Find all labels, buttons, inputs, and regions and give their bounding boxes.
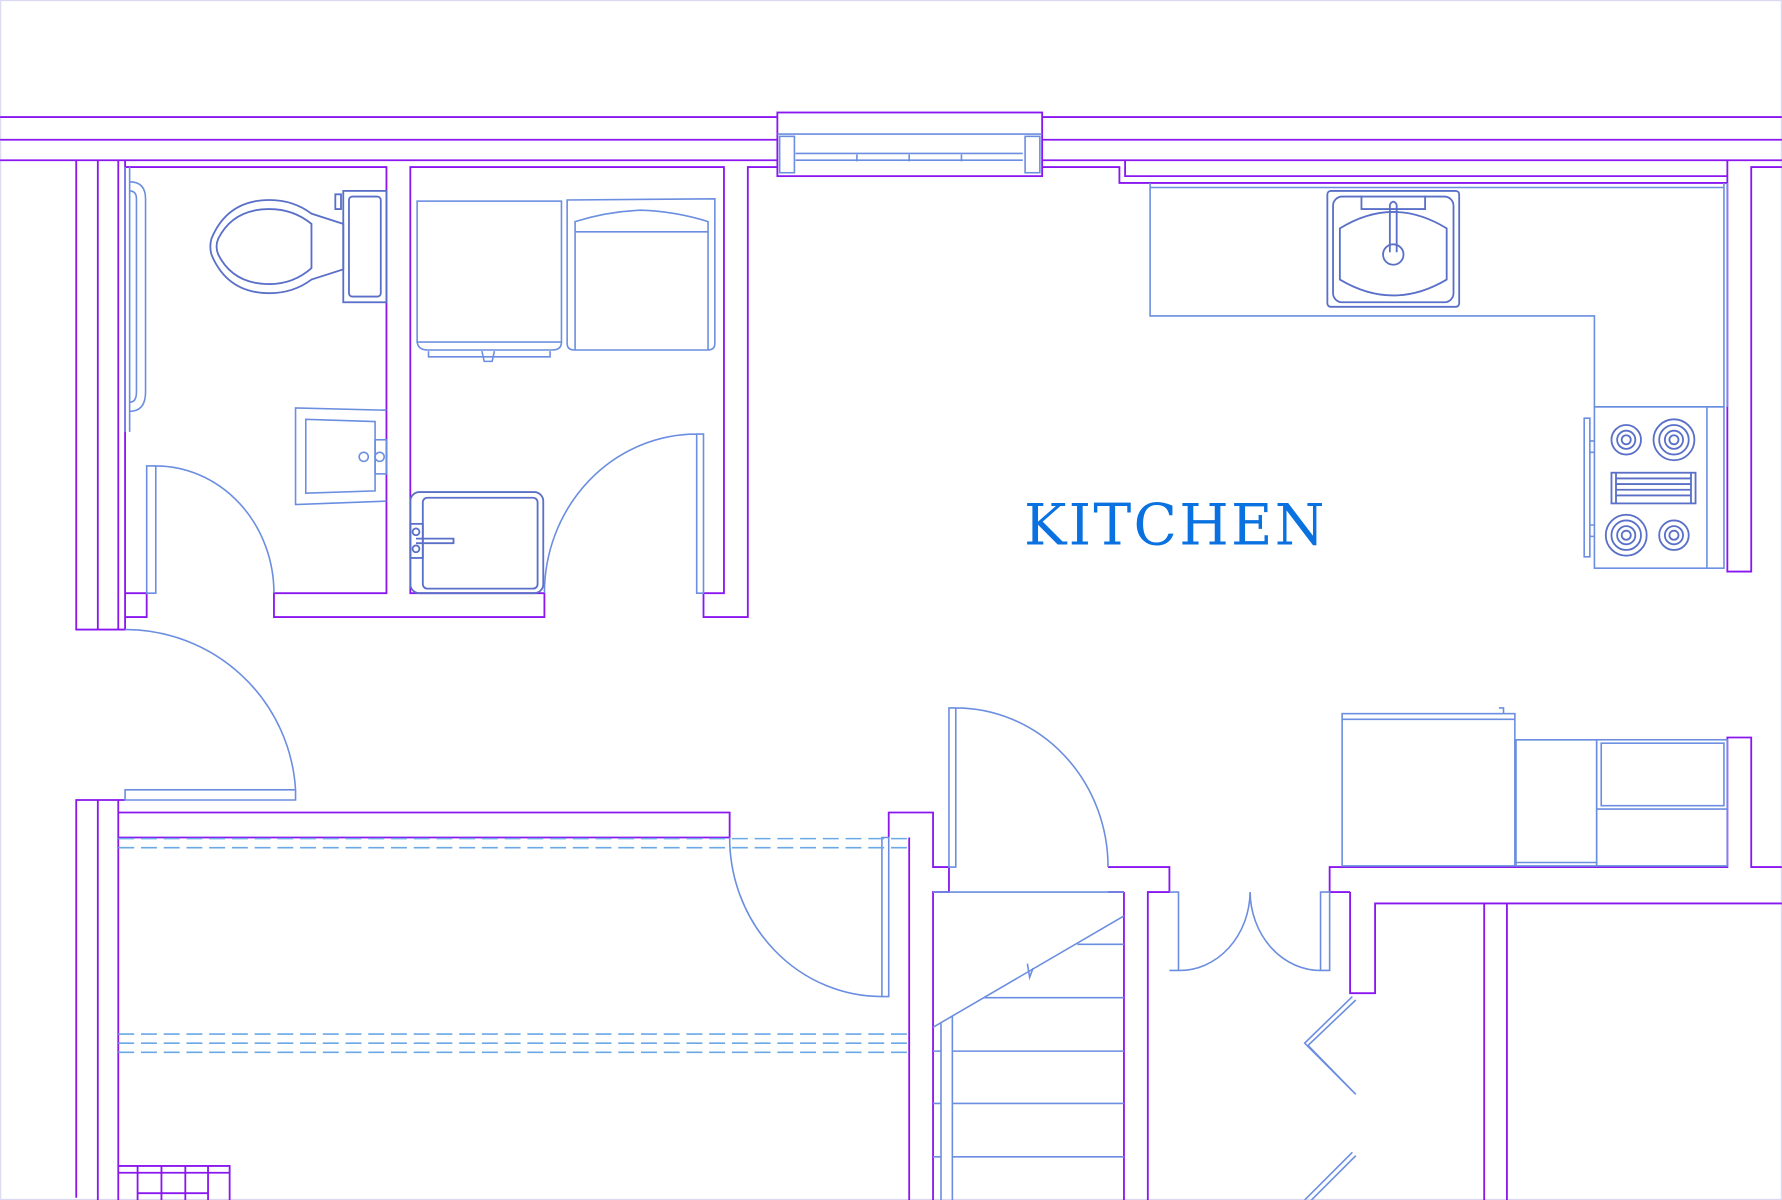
doors	[124, 433, 1357, 1200]
stairs	[932, 891, 1125, 1200]
lower-kitchen-cabinets	[1341, 707, 1729, 867]
exterior-wall-top	[0, 116, 1782, 162]
kitchen-counter	[1149, 182, 1729, 569]
window	[776, 111, 1044, 178]
laundry-appliances	[409, 198, 716, 595]
stove	[1583, 406, 1725, 569]
interior-walls	[75, 160, 1782, 1200]
overhead-beams	[118, 837, 910, 1054]
bathroom-fixtures	[124, 167, 388, 506]
room-label-kitchen: KITCHEN	[1024, 492, 1327, 558]
